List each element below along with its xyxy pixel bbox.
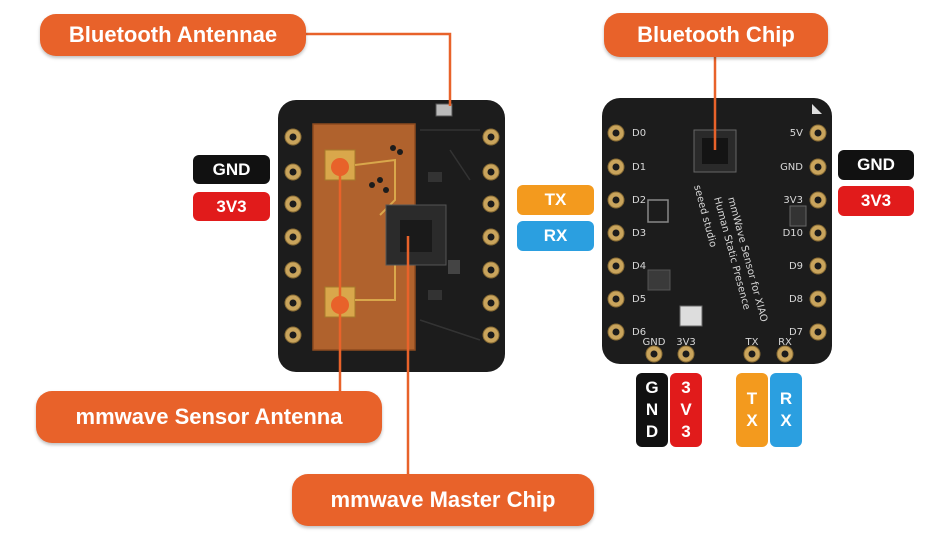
bottom-rx-char: R bbox=[779, 389, 793, 408]
callout-mmwave-master-chip: mmwave Master Chip bbox=[292, 474, 594, 526]
silk-d5: D5 bbox=[632, 294, 646, 305]
silk-d8: D8 bbox=[789, 294, 803, 305]
silk-bottom-3v3: 3V3 bbox=[676, 337, 696, 348]
bottom-tx-char: T bbox=[746, 389, 758, 408]
silk-d3: D3 bbox=[632, 228, 646, 239]
right-3v3-pin-label: 3V3 bbox=[838, 186, 914, 216]
callout-mmwave-sensor-antenna: mmwave Sensor Antenna bbox=[36, 391, 382, 443]
left-board bbox=[278, 100, 505, 372]
leader-lines bbox=[305, 32, 717, 478]
bottom-tx-char: X bbox=[746, 411, 758, 430]
center-tx-pin-label: TX bbox=[517, 185, 594, 215]
silk-5v: 5V bbox=[790, 128, 803, 139]
silk-3v3: 3V3 bbox=[783, 195, 803, 206]
silk-d0: D0 bbox=[632, 128, 646, 139]
antenna-marker-bottom bbox=[331, 296, 349, 314]
silk-bottom-tx: TX bbox=[745, 337, 759, 348]
bottom-3v3-pin-label: 3 V 3 bbox=[670, 373, 702, 447]
leader-bluetooth-antennae bbox=[305, 32, 452, 106]
bottom-3v3-char: 3 bbox=[681, 378, 691, 397]
bottom-gnd-char: N bbox=[645, 400, 659, 419]
left-gnd-pin-label: GND bbox=[193, 155, 270, 184]
silk-d2: D2 bbox=[632, 195, 646, 206]
bottom-gnd-char: G bbox=[645, 378, 659, 397]
silk-d1: D1 bbox=[632, 162, 646, 173]
bottom-rx-pin-label: R X bbox=[770, 373, 802, 447]
antenna-marker-top bbox=[331, 158, 349, 176]
silk-d4: D4 bbox=[632, 261, 646, 272]
callout-bluetooth-chip: Bluetooth Chip bbox=[604, 13, 828, 57]
callout-bluetooth-antennae: Bluetooth Antennae bbox=[40, 14, 306, 56]
bottom-gnd-char: D bbox=[645, 422, 659, 441]
silk-d10: D10 bbox=[783, 228, 803, 239]
silk-bottom-gnd: GND bbox=[643, 337, 666, 348]
bottom-3v3-char: V bbox=[680, 400, 692, 419]
right-gnd-pin-label: GND bbox=[838, 150, 914, 180]
silk-gnd: GND bbox=[780, 162, 803, 173]
silk-d6: D6 bbox=[632, 327, 646, 338]
silk-d9: D9 bbox=[789, 261, 803, 272]
left-3v3-pin-label: 3V3 bbox=[193, 192, 270, 221]
bottom-tx-pin-label: T X bbox=[736, 373, 768, 447]
silk-bottom-rx: RX bbox=[778, 337, 792, 348]
silk-d7: D7 bbox=[789, 327, 803, 338]
bottom-3v3-char: 3 bbox=[681, 422, 691, 441]
bottom-gnd-pin-label: G N D bbox=[636, 373, 668, 447]
center-rx-pin-label: RX bbox=[517, 221, 594, 251]
right-board: D0 D1 D2 D3 D4 D5 D6 5V GND 3V3 D10 D9 D… bbox=[602, 98, 832, 364]
bottom-rx-char: X bbox=[780, 411, 792, 430]
